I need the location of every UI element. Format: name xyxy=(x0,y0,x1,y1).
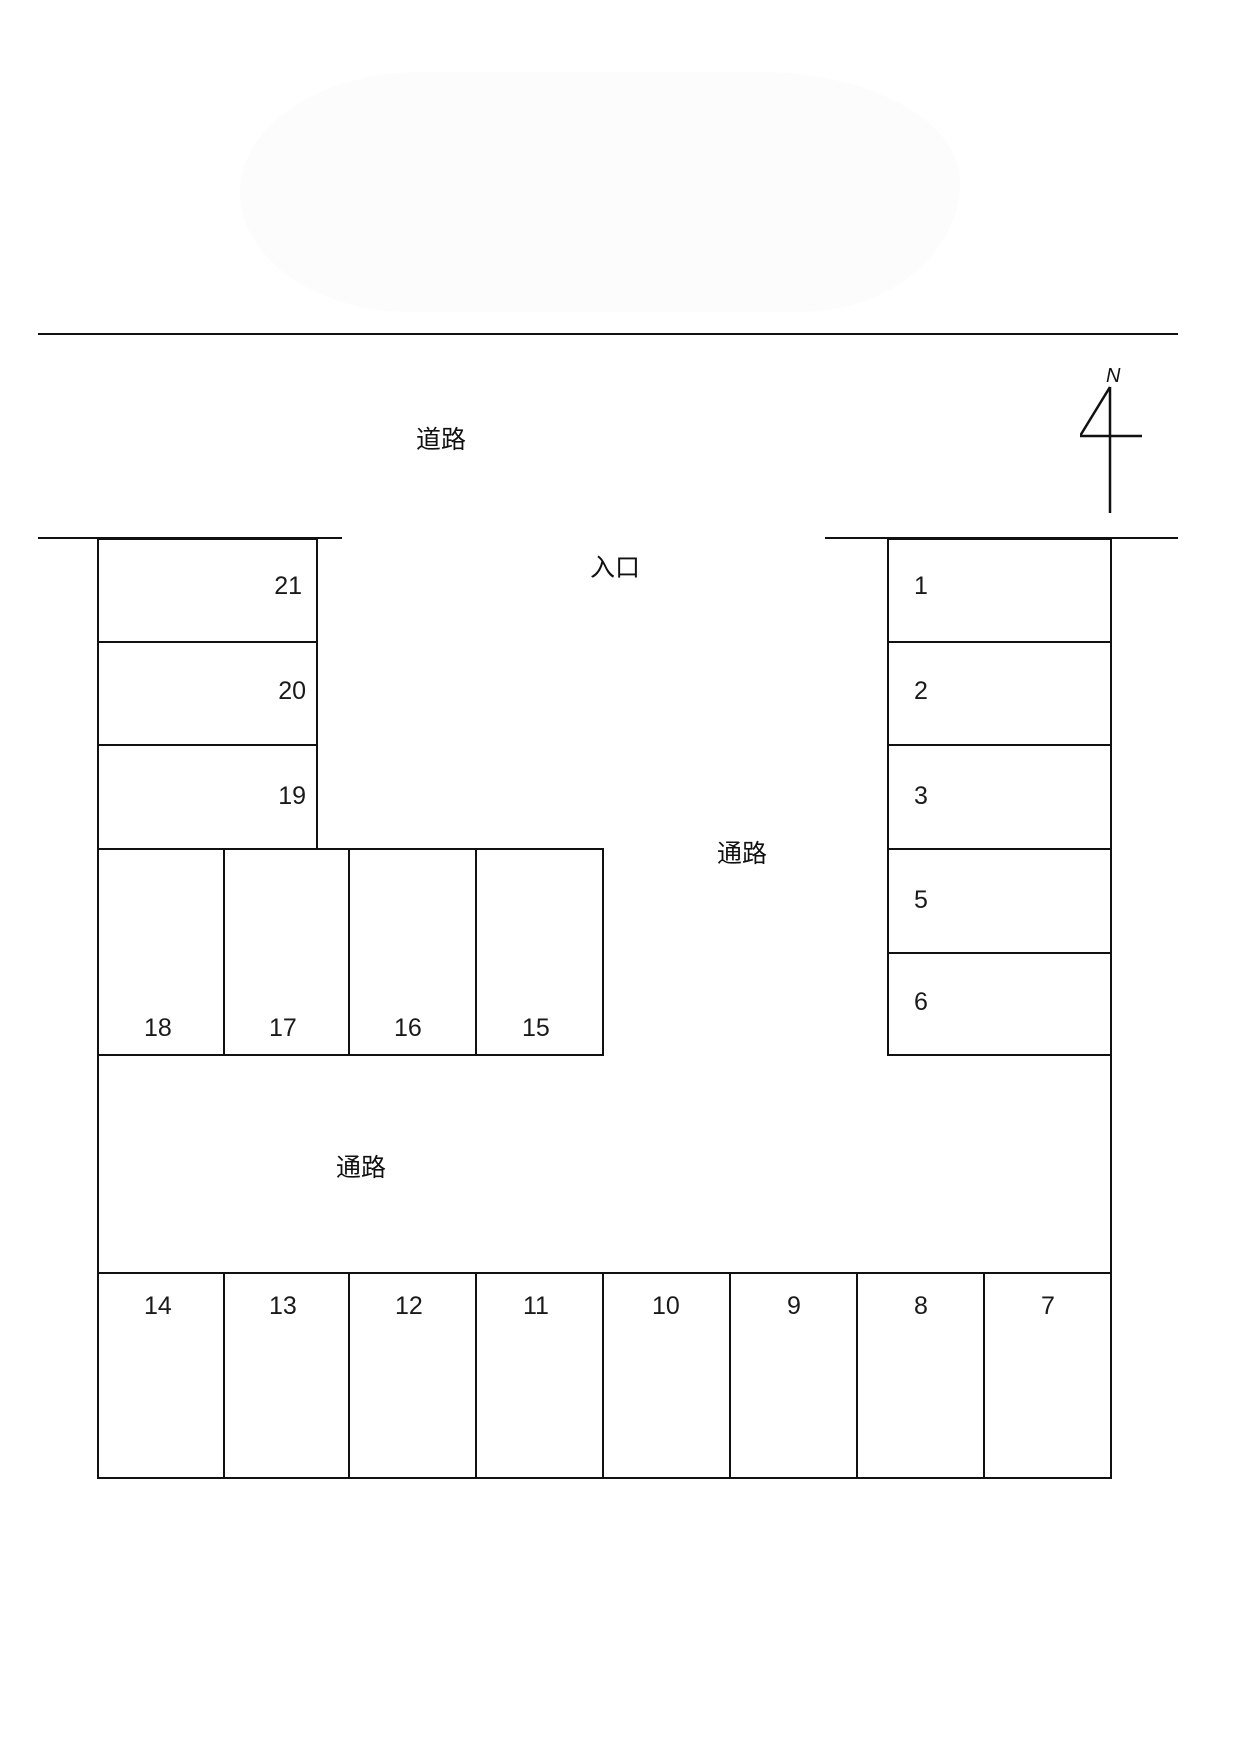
space-number: 9 xyxy=(787,1292,801,1320)
space-number: 15 xyxy=(522,1014,550,1042)
faint-background-shape xyxy=(240,72,960,312)
space-number: 20 xyxy=(278,677,306,705)
parking-space-12[interactable]: 12 xyxy=(348,1272,477,1479)
space-number: 14 xyxy=(144,1292,172,1320)
space-number: 7 xyxy=(1041,1292,1055,1320)
parking-space-17[interactable]: 17 xyxy=(223,848,350,1056)
parking-space-8[interactable]: 8 xyxy=(856,1272,985,1479)
parking-space-5[interactable]: 5 xyxy=(887,848,1112,954)
parking-space-19[interactable]: 19 xyxy=(97,744,318,850)
space-number: 19 xyxy=(278,782,306,810)
space-number: 3 xyxy=(914,782,928,810)
parking-space-3[interactable]: 3 xyxy=(887,744,1112,850)
space-number: 16 xyxy=(394,1014,422,1042)
parking-space-7[interactable]: 7 xyxy=(983,1272,1112,1479)
entrance-label: 入口 xyxy=(590,553,641,582)
lot-right-wall xyxy=(1110,1054,1112,1274)
parking-space-9[interactable]: 9 xyxy=(729,1272,858,1479)
parking-space-2[interactable]: 2 xyxy=(887,641,1112,746)
road-top-edge xyxy=(38,333,1178,335)
svg-text:N: N xyxy=(1106,365,1121,387)
parking-space-11[interactable]: 11 xyxy=(475,1272,604,1479)
space-number: 5 xyxy=(914,886,928,914)
parking-space-13[interactable]: 13 xyxy=(223,1272,350,1479)
space-number: 2 xyxy=(914,677,928,705)
space-number: 21 xyxy=(274,572,302,600)
space-number: 6 xyxy=(914,988,928,1016)
space-number: 18 xyxy=(144,1014,172,1042)
aisle-center-label: 通路 xyxy=(717,839,768,868)
road-label: 道路 xyxy=(416,425,467,454)
parking-space-15[interactable]: 15 xyxy=(475,848,604,1056)
parking-space-18[interactable]: 18 xyxy=(97,848,225,1056)
space-number: 12 xyxy=(395,1292,423,1320)
parking-space-21[interactable]: 21 xyxy=(97,538,318,643)
parking-space-14[interactable]: 14 xyxy=(97,1272,225,1479)
north-arrow-icon: N xyxy=(1080,365,1142,513)
space-number: 11 xyxy=(523,1292,549,1320)
aisle-bottom-label: 通路 xyxy=(336,1153,387,1182)
space-number: 17 xyxy=(269,1014,297,1042)
parking-space-1[interactable]: 1 xyxy=(887,538,1112,643)
parking-space-20[interactable]: 20 xyxy=(97,641,318,746)
space-number: 8 xyxy=(914,1292,928,1320)
space-number: 1 xyxy=(914,572,928,600)
space-number: 13 xyxy=(269,1292,297,1320)
space-number: 10 xyxy=(652,1292,680,1320)
lot-left-wall xyxy=(97,1054,99,1274)
parking-space-10[interactable]: 10 xyxy=(602,1272,731,1479)
parking-space-6[interactable]: 6 xyxy=(887,952,1112,1056)
parking-space-16[interactable]: 16 xyxy=(348,848,477,1056)
